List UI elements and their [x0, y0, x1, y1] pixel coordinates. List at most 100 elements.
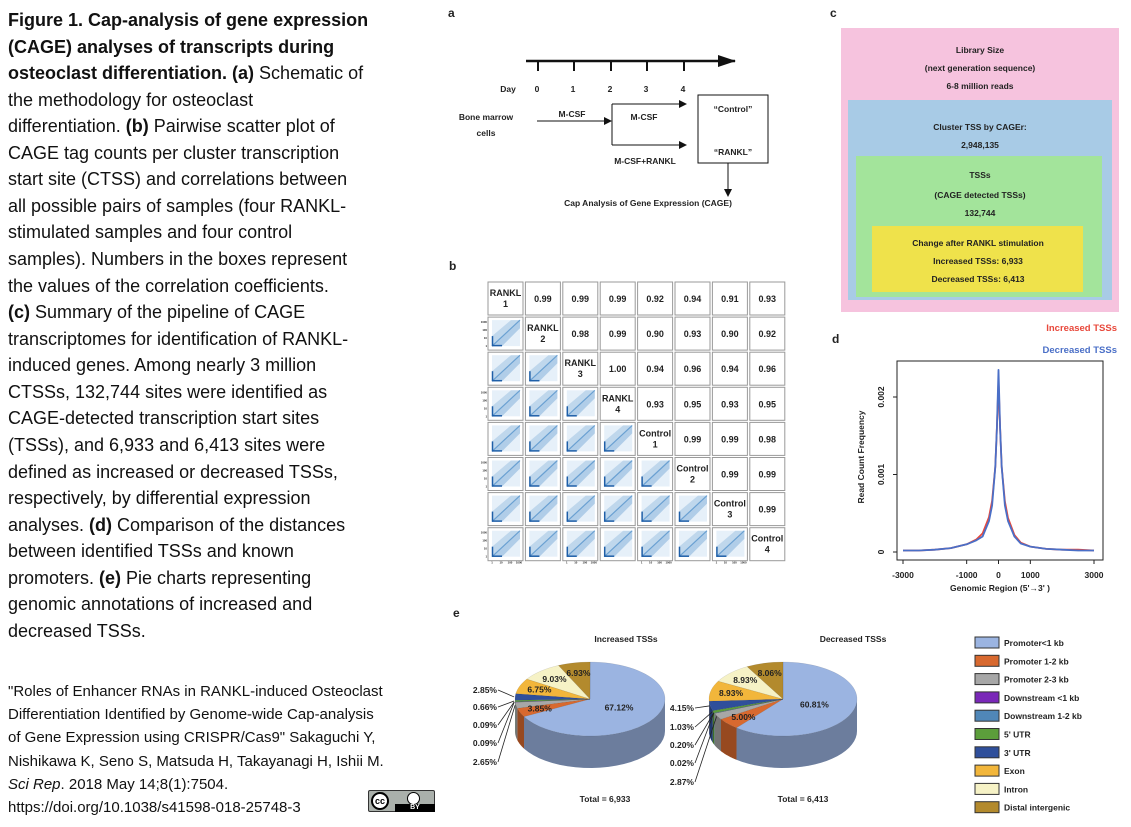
caption-line: analyses. (d) Comparison of the distance… [8, 514, 345, 536]
panel-c-pipeline: c Library Size (next generation sequence… [830, 6, 1119, 312]
doi-link[interactable]: https://doi.org/10.1038/s41598-018-25748… [8, 798, 301, 817]
correlation-value: 0.93 [721, 399, 739, 409]
scatter-plot-cell [524, 421, 561, 456]
slice-label: 6.93% [566, 668, 591, 678]
citation-text: https://doi.org/10.1038/s41598-018-25748… [8, 799, 301, 816]
series-line-decreased [903, 368, 1094, 552]
slice-label: 0.09% [473, 720, 498, 730]
correlation-value: 0.96 [684, 364, 702, 374]
citation-line: of Gene Expression using CRISPR/Cas9" Sa… [8, 728, 375, 747]
scatter-plot-cell [562, 457, 599, 491]
cc-icon: cc [371, 792, 389, 810]
legend-swatch [974, 728, 1000, 740]
slice-label: 2.87% [670, 777, 695, 787]
correlation-cell: 0.94 [637, 351, 674, 386]
slice-label: 60.81% [800, 700, 829, 710]
scatter-plot-cell [562, 386, 599, 421]
leader-line [694, 713, 715, 764]
correlation-cell: 0.99 [524, 281, 561, 316]
slice-label: 8.06% [758, 668, 783, 678]
sample-name: Control [677, 464, 709, 474]
caption-text: transcriptomes for identification of RAN… [8, 328, 349, 349]
correlation-cell: 0.95 [749, 386, 786, 421]
correlation-value: 0.99 [572, 294, 590, 304]
pie-slice [514, 698, 591, 703]
decreased-tss-count: Decreased TSSs: 6,413 [931, 274, 1024, 284]
caption-text: Pairwise scatter plot of [148, 116, 335, 137]
correlation-value: 0.99 [759, 505, 777, 515]
library-size-title: Library Size [956, 45, 1004, 55]
correlation-value: 0.93 [684, 329, 702, 339]
caption-line: defined as increased or decreased TSSs, [8, 461, 338, 483]
legend-label: Downstream <1 kb [1004, 693, 1079, 703]
caption-line: start site (CTSS) and correlations betwe… [8, 168, 347, 190]
caption-bold-text: (d) [89, 514, 113, 535]
sample-name: RANKL [490, 288, 522, 298]
correlation-cell: 0.99 [674, 421, 711, 456]
scatter-plot-cell [599, 527, 636, 562]
slice-label: 5.00% [731, 712, 756, 722]
cc-by-license-badge[interactable]: cc BY [368, 790, 435, 812]
legend-swatch [974, 673, 1000, 686]
x-tick-label: 0 [996, 570, 1001, 580]
caption-line: decreased TSSs. [8, 620, 146, 642]
y-tick-label: 1 [485, 555, 487, 559]
slice-label: 2.85% [473, 685, 498, 695]
x-tick-label: 1000 [740, 561, 747, 565]
day-number: 0 [535, 84, 540, 94]
legend-label: Promoter 1-2 kb [1004, 656, 1069, 666]
slice-label: 6.75% [527, 685, 552, 695]
caption-bold-text: Figure 1. Cap-analysis of gene expressio… [8, 10, 369, 30]
citation-text: "Roles of Enhancer RNAs in RANKL-induced… [8, 683, 383, 700]
legend-item: Exon [974, 764, 1025, 777]
day-number: 3 [644, 84, 649, 94]
caption-line: induced genes. Among nearly 3 million [8, 354, 316, 376]
correlation-cell: 0.98 [749, 421, 786, 456]
legend-swatch [974, 709, 1000, 722]
correlation-cell: 0.99 [599, 316, 636, 351]
slice-label: 9.03% [542, 674, 567, 684]
correlation-cell: 0.96 [674, 351, 711, 386]
day-label: Day [500, 84, 516, 94]
leader-line [694, 711, 713, 728]
x-tick-label: 1 [491, 561, 493, 565]
x-tick-label: 10 [724, 561, 728, 565]
x-tick-label: 10 [499, 561, 503, 565]
caption-text: the values of the correlation coefficien… [8, 275, 329, 296]
caption-bold-text: (c) [8, 302, 30, 323]
correlation-value: 0.96 [759, 364, 777, 374]
panel-label-c: c [830, 6, 837, 20]
change-box [872, 226, 1083, 292]
correlation-value: 0.95 [684, 399, 702, 409]
x-tick-label: 1 [716, 561, 718, 565]
leader-line [694, 712, 714, 746]
y-tick-label: 0.001 [876, 464, 886, 486]
leader-line [694, 716, 717, 783]
x-tick-label: 3000 [1085, 570, 1104, 580]
x-tick-label: -3000 [892, 570, 914, 580]
source-label-line1: Bone marrow [459, 112, 514, 122]
caption-text: analyses. [8, 514, 90, 535]
pie-slice [708, 680, 784, 702]
legend-item: Distal intergenic [974, 801, 1070, 814]
caption-line: differentiation. (b) Pairwise scatter pl… [8, 115, 335, 137]
correlation-cell: 0.99 [711, 457, 748, 491]
correlation-value: 0.99 [759, 470, 777, 480]
legend-item: Promoter 1-2 kb [974, 654, 1069, 667]
x-tick-label: 1000 [665, 561, 672, 565]
x-tick-label: 1 [566, 561, 568, 565]
correlation-cell: 0.94 [711, 351, 748, 386]
citation-line: Sci Rep. 2018 May 14;8(1):7504. [8, 775, 228, 794]
panel-label-b: b [449, 259, 456, 273]
correlation-cell: 0.93 [711, 386, 748, 421]
x-tick-label: 1000 [1021, 570, 1040, 580]
scatter-plot-cell [599, 492, 636, 527]
correlation-value: 0.99 [534, 294, 552, 304]
